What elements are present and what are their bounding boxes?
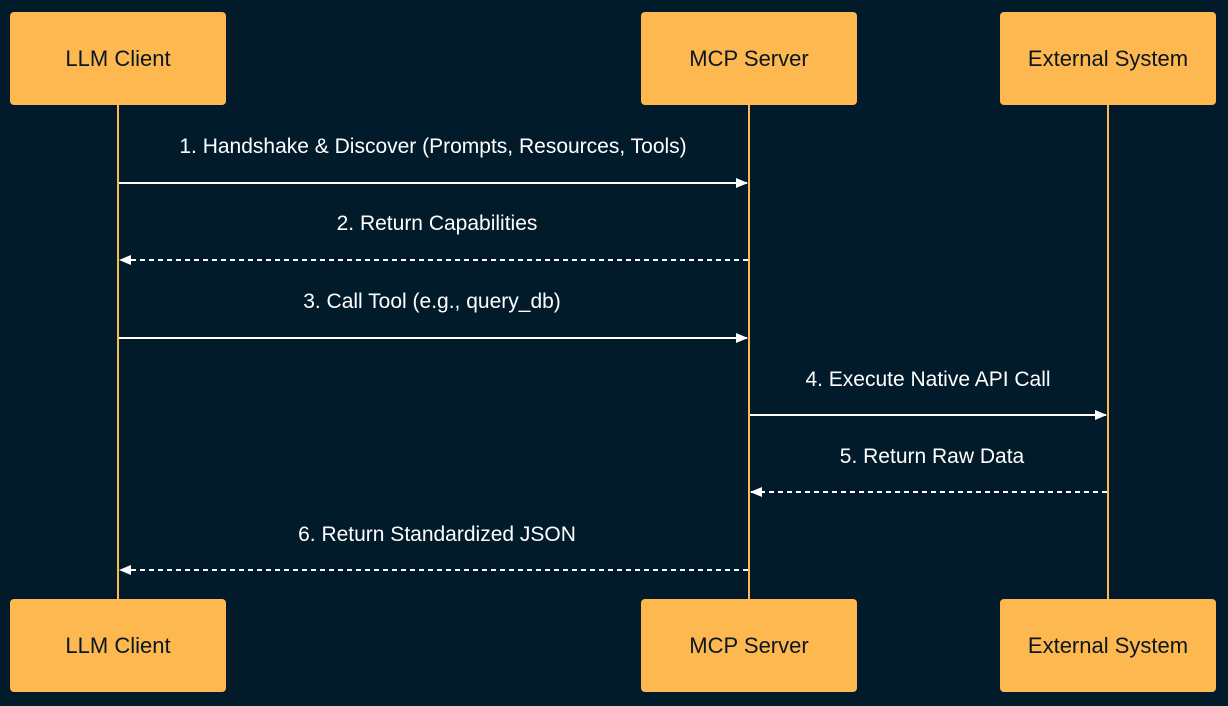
message-6-label: 6. Return Standardized JSON [298,523,576,546]
actor-external-system-bottom: External System [1000,599,1216,692]
actor-external-system-bottom-label: External System [1027,632,1189,658]
actor-llm-client-top-label: LLM Client [65,45,171,71]
actor-mcp-server-bottom-label: MCP Server [689,632,809,658]
message-5-label: 5. Return Raw Data [839,445,1025,468]
message-3-label: 3. Call Tool (e.g., query_db) [303,290,561,313]
actor-external-system-top-label: External System [1027,45,1189,71]
actor-mcp-server-top: MCP Server [641,12,857,105]
actor-llm-client-bottom: LLM Client [10,599,226,692]
actor-external-system-top: External System [1000,12,1216,105]
actor-llm-client-top: LLM Client [10,12,226,105]
actor-mcp-server-bottom: MCP Server [641,599,857,692]
message-4-label: 4. Execute Native API Call [805,368,1051,391]
message-2-label: 2. Return Capabilities [336,212,538,235]
actor-mcp-server-top-label: MCP Server [689,45,809,71]
message-1-label: 1. Handshake & Discover (Prompts, Resour… [179,135,687,158]
actor-llm-client-bottom-label: LLM Client [65,632,171,658]
